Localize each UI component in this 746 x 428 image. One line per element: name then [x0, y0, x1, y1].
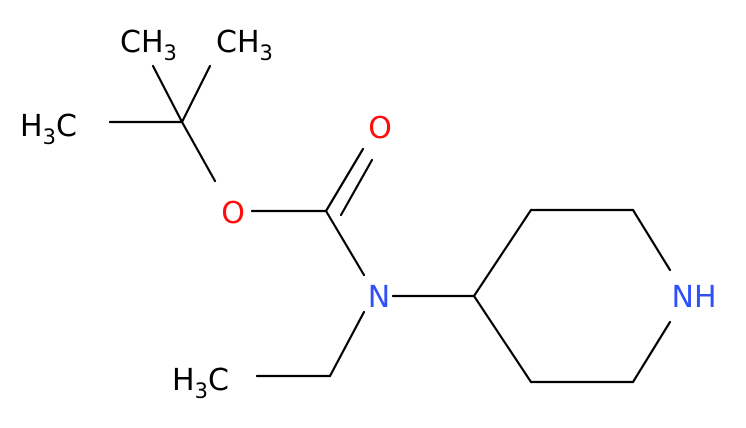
methyl-left-label: H3C	[20, 109, 77, 149]
bond-ring-c2-n1	[631, 208, 672, 272]
carbonyl-oxygen-label: O	[368, 111, 392, 146]
bond-carbonyl-double-a	[324, 147, 365, 213]
ethyl-methyl-label: H3C	[172, 363, 229, 403]
bond-tbu-methyl-top-right	[180, 64, 212, 124]
bond-ring-c5-c4	[472, 294, 533, 384]
bond-tbu-methyl-top-left	[151, 64, 184, 124]
bond-nitrogen-to-ethyl	[328, 310, 366, 378]
ring-nh-label: NH	[672, 280, 717, 315]
ester-oxygen-label: O	[221, 196, 245, 231]
bond-ring-n1-c6	[631, 320, 672, 384]
methyl-top-left-label: CH3	[120, 25, 177, 65]
bond-carbonyl-to-nitrogen	[324, 209, 366, 277]
amide-nitrogen-label: N	[368, 280, 390, 315]
bond-carbonyl-double-b	[339, 158, 374, 217]
bond-tbu-to-oxygen	[180, 120, 217, 183]
bond-lines	[108, 64, 672, 384]
methyl-top-right-label: CH3	[216, 25, 273, 65]
bond-ring-c4-c3	[472, 208, 533, 298]
